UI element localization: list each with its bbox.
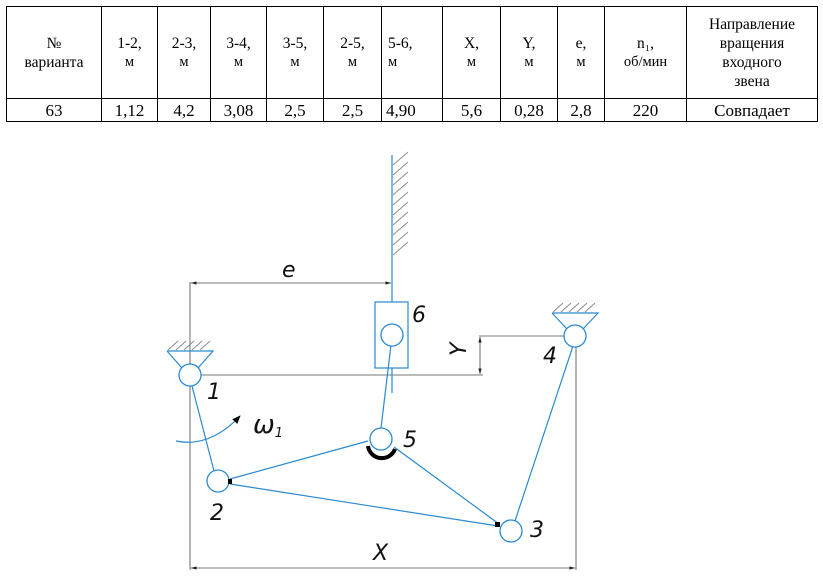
- cell-5-6: 4,90: [381, 98, 443, 122]
- label-dimension-e: e: [282, 258, 296, 283]
- link-5-3: [393, 446, 500, 525]
- header-1-2: 1-2,м: [101, 6, 158, 99]
- joint-2: [206, 469, 230, 493]
- label-dimension-x: X: [372, 541, 389, 566]
- label-joint-6: 6: [412, 303, 426, 328]
- guide-hatching: [392, 151, 409, 256]
- slider-block: [374, 301, 409, 369]
- cell-1-2: 1,12: [101, 98, 158, 122]
- cell-direction: Совпадает: [686, 98, 818, 122]
- link-2-5: [229, 440, 369, 480]
- joint-4: [563, 324, 587, 348]
- weld-mark-5: [366, 445, 397, 461]
- cell-3-5: 2,5: [266, 98, 324, 122]
- cell-e: 2,8: [557, 98, 605, 122]
- angular-velocity-indicator: [175, 415, 241, 443]
- dimension-lines: [189, 281, 577, 570]
- header-3-4: 3-4,м: [210, 6, 267, 99]
- header-e: e,м: [557, 6, 605, 99]
- link-2-3: [229, 483, 499, 527]
- link-5-6: [380, 344, 392, 429]
- joint-6: [380, 323, 404, 347]
- cell-y: 0,28: [500, 98, 558, 122]
- rotation-arrow-icon: [175, 415, 241, 443]
- header-5-6: 5-6,м: [381, 6, 443, 99]
- link-1-2: [191, 385, 215, 472]
- label-dimension-y: Y: [447, 341, 472, 356]
- weld-mark-2: [228, 479, 232, 484]
- label-joint-4: 4: [543, 344, 557, 369]
- label-joint-3: 3: [530, 518, 544, 543]
- slider-guide: [374, 151, 409, 393]
- data-row: 63 1,12 4,2 3,08 2,5 2,5 4,90 5,6 0,28 2…: [6, 98, 818, 122]
- cell-n1: 220: [604, 98, 687, 122]
- header-3-5: 3-5,м: [266, 6, 324, 99]
- ground-support-1: [166, 340, 215, 369]
- cell-2-3: 4,2: [157, 98, 211, 122]
- ground-support-4: [551, 302, 600, 330]
- header-2-3: 2-3,м: [157, 6, 211, 99]
- label-joint-2: 2: [210, 501, 224, 526]
- joint-5: [369, 427, 393, 451]
- label-joint-5: 5: [403, 428, 417, 453]
- cell-variant: 63: [6, 98, 102, 122]
- label-omega: ω1: [253, 410, 283, 441]
- label-joint-1: 1: [207, 380, 221, 405]
- joint-3: [499, 519, 523, 543]
- labels: 1 2 3 4 5 6 e X Y ω1: [207, 258, 557, 566]
- cell-x: 5,6: [442, 98, 501, 122]
- weld-mark-3: [495, 522, 500, 527]
- header-y: Y,м: [500, 6, 558, 99]
- cell-2-5: 2,5: [323, 98, 382, 122]
- links: [191, 344, 574, 527]
- link-3-4: [514, 345, 574, 522]
- joints: [178, 323, 587, 543]
- header-x: X,м: [442, 6, 501, 99]
- joint-1: [178, 363, 202, 387]
